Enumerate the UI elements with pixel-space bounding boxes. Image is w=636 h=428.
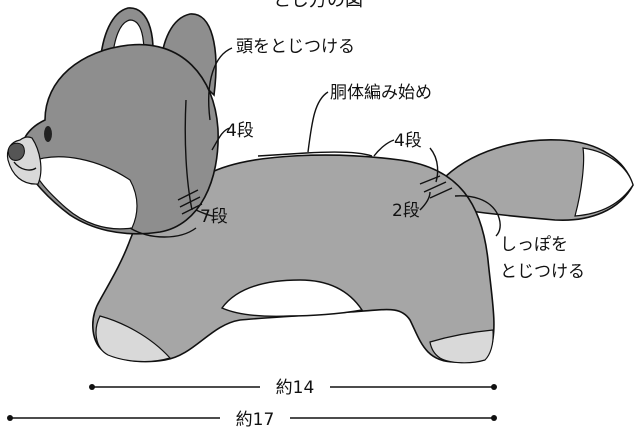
tail	[439, 138, 634, 221]
front-paw	[95, 315, 172, 363]
diagram-title: とじ方の図	[273, 0, 363, 11]
dimension-inner-label: 約14	[276, 378, 315, 398]
label-tail-attach-1: しっぽを	[500, 235, 568, 255]
stitch-lines	[177, 99, 453, 215]
label-tail-attach-2: とじつける	[500, 262, 585, 282]
head	[6, 7, 219, 235]
leader-lines	[129, 47, 501, 238]
dimension-outer-label: 約17	[236, 410, 275, 428]
label-rows-7: 7段	[200, 207, 228, 227]
dimension-inner: 約14	[89, 378, 497, 398]
dimension-outer: 約17	[7, 410, 497, 428]
label-rows-4-front: 4段	[226, 121, 254, 141]
back-paw	[429, 329, 494, 364]
label-body-start: 胴体編み始め	[330, 83, 432, 103]
nose-icon	[7, 142, 25, 161]
label-head-attach: 頭をとじつける	[236, 37, 355, 57]
label-rows-2: 2段	[392, 201, 420, 221]
label-rows-4-back: 4段	[394, 131, 422, 151]
eye-icon	[44, 126, 52, 142]
